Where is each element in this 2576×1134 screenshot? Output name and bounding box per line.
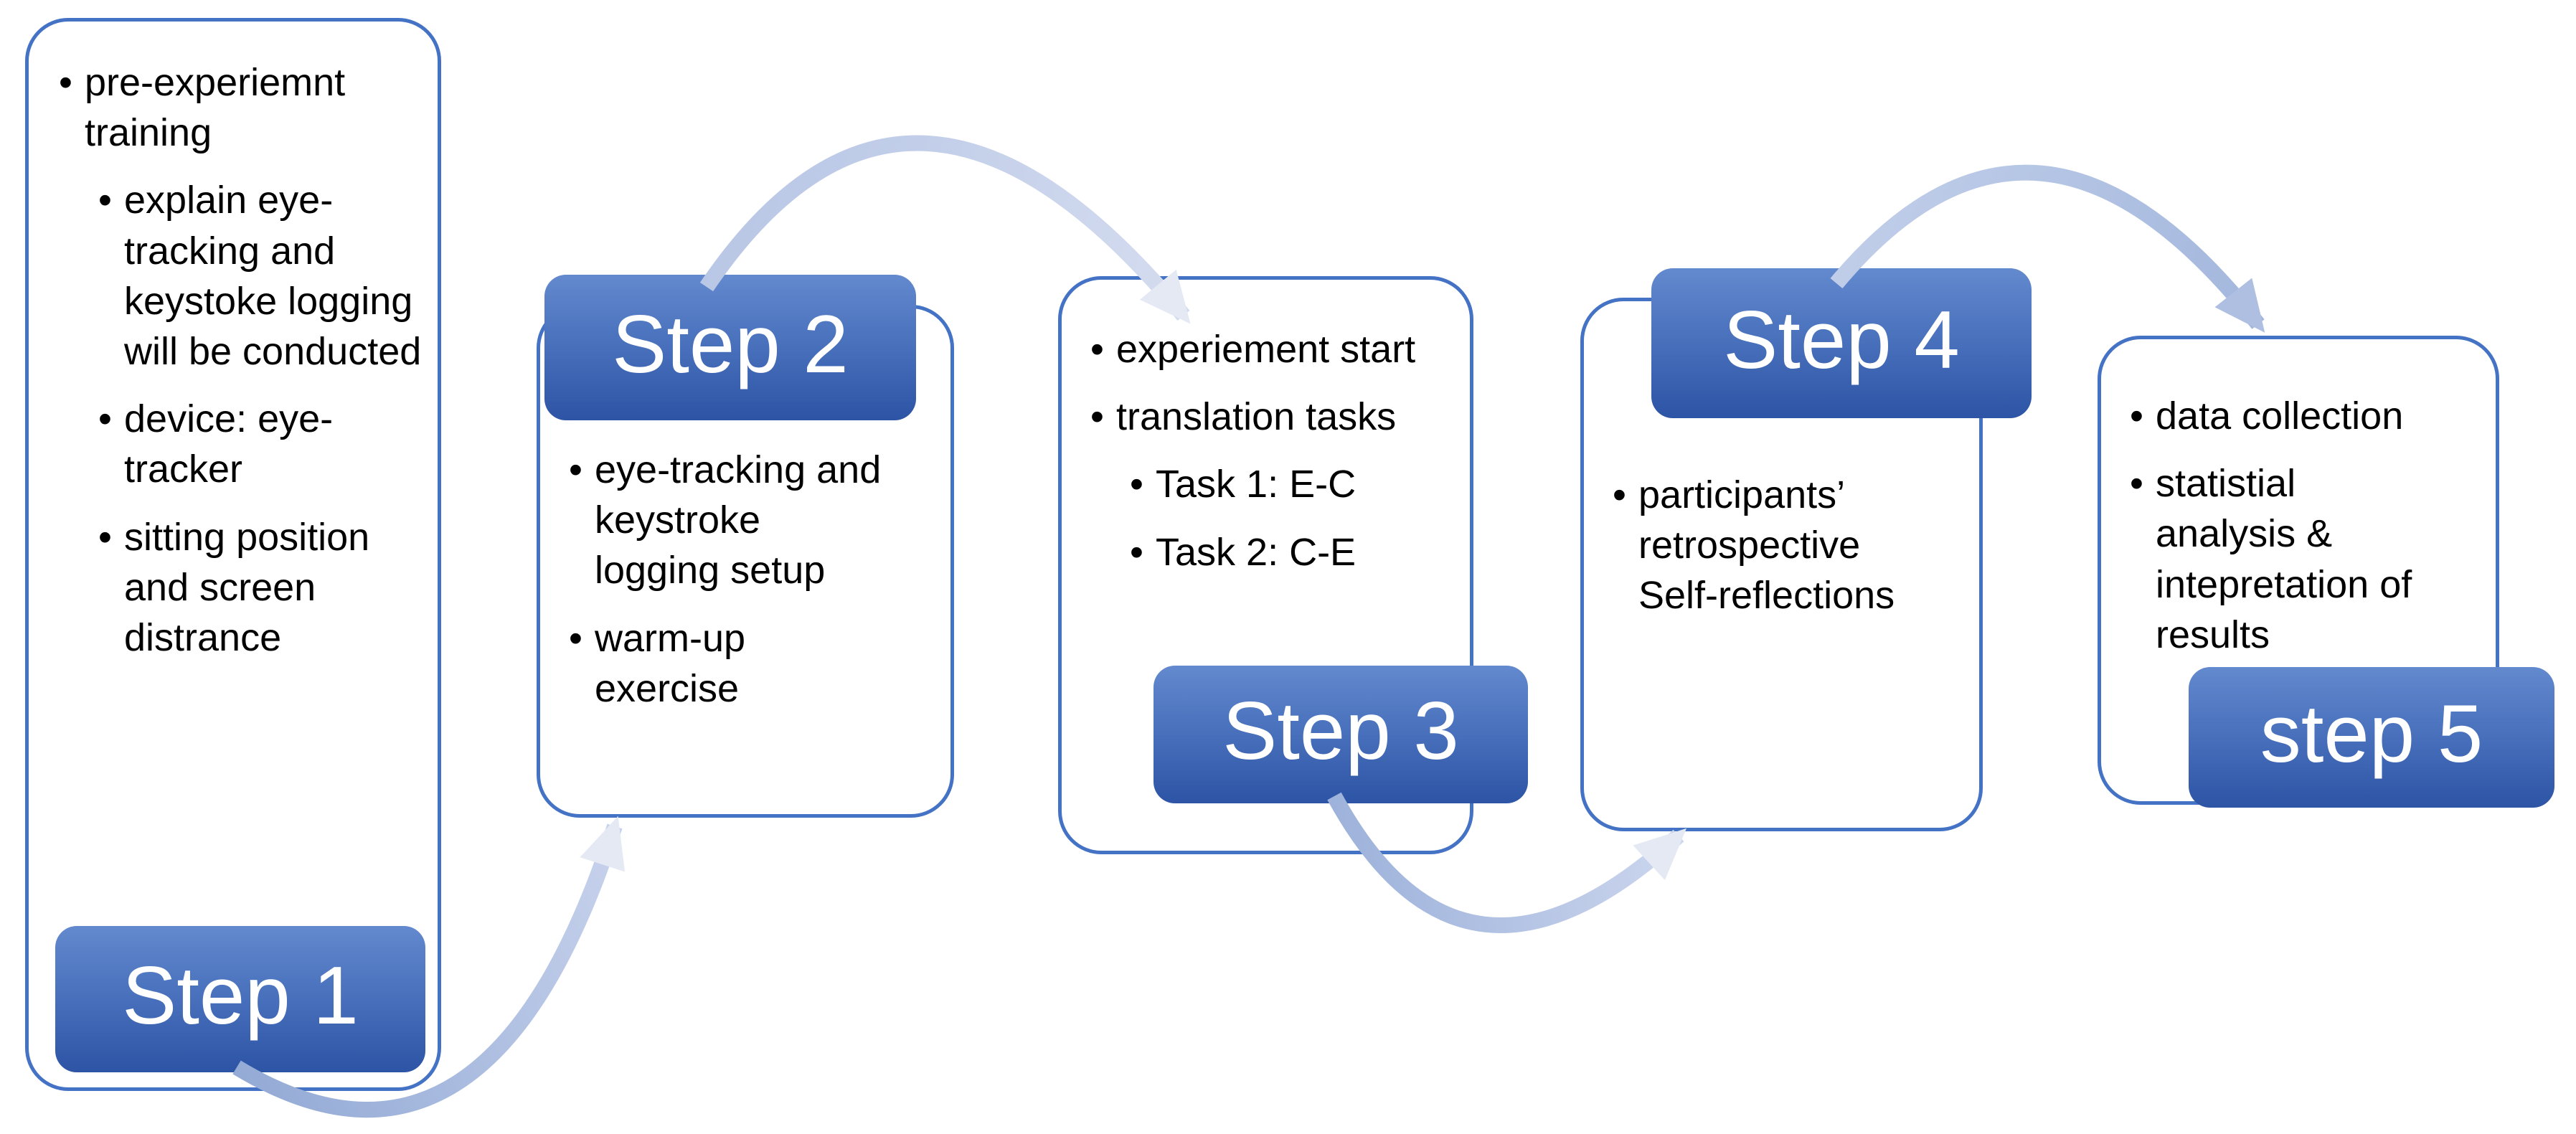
bullet-icon: • [2130, 394, 2143, 438]
step5-items: • data collection • statistial analysis … [2101, 339, 2496, 660]
bullet-icon: • [98, 397, 112, 441]
list-item: • sitting position and screen distrance [98, 512, 422, 663]
list-item: • eye-tracking and keystroke logging set… [569, 445, 887, 596]
step2-box: • eye-tracking and keystroke logging set… [537, 275, 954, 818]
list-item-text: eye-tracking and keystroke logging setup [595, 448, 882, 592]
step2-items: • eye-tracking and keystroke logging set… [540, 308, 950, 714]
list-item: • Task 2: C-E [1130, 527, 1427, 577]
bullet-icon: • [1090, 395, 1104, 439]
list-item-text: translation tasks [1116, 395, 1397, 439]
step1-items: • pre-experiemnt training • explain eye-… [29, 22, 438, 663]
list-item-text: participants’ retrospective Self-reflect… [1638, 473, 1895, 618]
bullet-icon: • [569, 616, 582, 660]
step4-box: • participants’ retrospective Self-refle… [1580, 268, 2032, 831]
list-item: • experiement start [1090, 324, 1427, 374]
step5-box: • data collection • statistial analysis … [2098, 336, 2554, 808]
step1-badge: Step 1 [55, 926, 425, 1072]
list-item: • device: eye-tracker [98, 394, 422, 494]
step1-box: • pre-experiemnt training • explain eye-… [25, 18, 441, 1091]
bullet-icon: • [1613, 473, 1626, 516]
list-item-text: statistial analysis & intepretation of r… [2156, 462, 2412, 656]
list-item-text: explain eye-tracking and keystoke loggin… [124, 179, 422, 373]
list-item-text: Task 1: E-C [1156, 463, 1357, 506]
bullet-icon: • [1130, 530, 1143, 574]
step3-items: • experiement start • translation tasks … [1062, 280, 1470, 577]
list-item: • participants’ retrospective Self-refle… [1613, 470, 1929, 621]
bullet-icon: • [2130, 462, 2143, 506]
bullet-icon: • [59, 61, 72, 104]
list-item: • data collection [2130, 391, 2435, 441]
list-item-text: warm-up exercise [595, 616, 746, 710]
step4-badge: Step 4 [1651, 268, 2032, 418]
step3-badge: Step 3 [1153, 666, 1528, 803]
list-item: • explain eye-tracking and keystoke logg… [98, 175, 422, 377]
list-item: • statistial analysis & intepretation of… [2130, 458, 2435, 660]
bullet-icon: • [98, 179, 112, 222]
list-item-text: sitting position and screen distrance [124, 515, 370, 659]
list-item-text: data collection [2156, 394, 2404, 438]
list-item-text: pre-experiemnt training [85, 61, 346, 155]
list-item: • pre-experiemnt training [59, 57, 422, 158]
list-item-text: Task 2: C-E [1156, 530, 1357, 574]
list-item: • Task 1: E-C [1130, 459, 1427, 509]
list-item-text: experiement start [1116, 328, 1416, 371]
step5-badge: step 5 [2189, 667, 2554, 808]
list-item: • warm-up exercise [569, 613, 887, 714]
step4-items: • participants’ retrospective Self-refle… [1584, 301, 1979, 621]
list-item: • translation tasks [1090, 392, 1427, 442]
bullet-icon: • [98, 515, 112, 559]
step3-box: • experiement start • translation tasks … [1058, 276, 1528, 854]
step2-badge: Step 2 [544, 275, 916, 420]
bullet-icon: • [1130, 463, 1143, 506]
list-item-text: device: eye-tracker [124, 397, 334, 491]
bullet-icon: • [569, 448, 582, 491]
bullet-icon: • [1090, 328, 1104, 371]
